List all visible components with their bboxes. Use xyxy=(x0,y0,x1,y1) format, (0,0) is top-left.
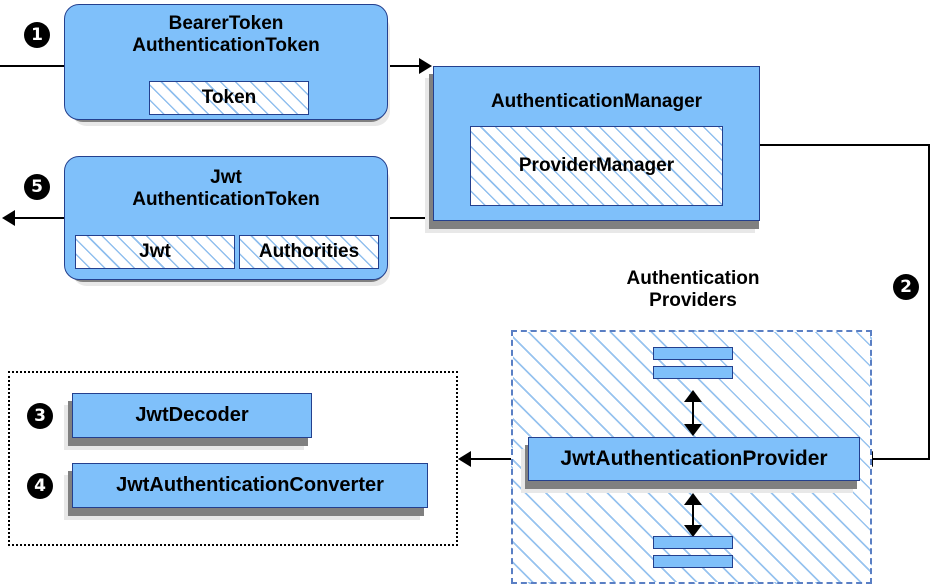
bearer-token-authentication-token-box[interactable]: BearerToken AuthenticationToken Token xyxy=(64,4,388,120)
provider-manager-box[interactable]: ProviderManager xyxy=(470,126,723,206)
badge-step-3: 3 xyxy=(27,403,53,429)
provider-placeholder-bar-top-2 xyxy=(653,366,733,379)
connector-request-in xyxy=(0,65,75,67)
connector-token-to-manager xyxy=(388,65,421,67)
jwt-token-title-line2: AuthenticationToken xyxy=(132,189,320,211)
authentication-manager-box[interactable]: AuthenticationManager ProviderManager xyxy=(433,66,760,221)
connector-top-bars-to-provider xyxy=(692,398,694,428)
authentication-providers-label-line1: Authentication xyxy=(626,268,760,289)
badge-step-3-label: 3 xyxy=(34,406,46,426)
arrowhead-token-to-manager-icon xyxy=(419,58,432,74)
badge-step-4: 4 xyxy=(27,473,53,499)
authentication-manager-title: AuthenticationManager xyxy=(490,91,703,112)
provider-placeholder-bar-bottom-1 xyxy=(653,536,733,549)
jwt-token-title-line1: Jwt xyxy=(210,167,242,188)
connector-manager-to-provider-vertical xyxy=(928,144,930,459)
badge-step-5-label: 5 xyxy=(31,177,43,197)
bearer-token-title: BearerToken AuthenticationToken xyxy=(65,5,387,58)
arrowhead-into-support-icon xyxy=(458,451,471,467)
connector-manager-to-provider-bottom xyxy=(872,458,930,460)
support-components-container xyxy=(8,371,458,546)
badge-step-4-label: 4 xyxy=(34,476,46,496)
bearer-token-title-line1: BearerToken xyxy=(168,13,284,34)
provider-manager-label: ProviderManager xyxy=(518,155,675,176)
jwt-authentication-converter-box[interactable]: JwtAuthenticationConverter xyxy=(72,463,428,508)
arrowhead-up-top-icon xyxy=(684,390,702,402)
arrowhead-up-bottom-icon xyxy=(684,493,702,505)
authentication-providers-label-line2: Providers xyxy=(649,290,737,312)
bearer-token-inner-token-box[interactable]: Token xyxy=(149,81,309,115)
badge-step-1: 1 xyxy=(24,22,50,48)
arrowhead-down-bottom-icon xyxy=(684,525,702,537)
badge-step-2: 2 xyxy=(893,274,919,300)
jwt-token-inner-authorities-box[interactable]: Authorities xyxy=(239,235,379,269)
jwt-authentication-converter-label: JwtAuthenticationConverter xyxy=(116,474,384,496)
badge-step-2-label: 2 xyxy=(900,277,912,297)
jwt-token-inner-jwt-label: Jwt xyxy=(139,241,171,262)
provider-placeholder-bar-top-1 xyxy=(653,347,733,360)
jwt-token-inner-authorities-label: Authorities xyxy=(258,241,360,262)
connector-provider-to-support xyxy=(470,458,528,460)
badge-step-1-label: 1 xyxy=(31,25,43,45)
jwt-decoder-label: JwtDecoder xyxy=(135,404,249,426)
connector-provider-to-bottom-bars xyxy=(692,501,694,529)
badge-step-5: 5 xyxy=(24,174,50,200)
jwt-authentication-provider-label: JwtAuthenticationProvider xyxy=(560,447,828,470)
jwt-token-title: Jwt AuthenticationToken xyxy=(65,157,387,212)
connector-manager-to-jwttoken xyxy=(389,217,437,219)
jwt-authentication-provider-box[interactable]: JwtAuthenticationProvider xyxy=(528,437,860,481)
connector-manager-to-provider-top xyxy=(759,144,930,146)
jwt-authentication-token-box[interactable]: Jwt AuthenticationToken Jwt Authorities xyxy=(64,156,388,280)
bearer-token-inner-label: Token xyxy=(201,87,257,108)
authentication-providers-label: Authentication Providers xyxy=(588,268,798,313)
jwt-token-inner-jwt-box[interactable]: Jwt xyxy=(75,235,235,269)
connector-authenticated-out xyxy=(14,217,78,219)
bearer-token-title-line2: AuthenticationToken xyxy=(132,35,320,57)
arrowhead-down-top-icon xyxy=(684,424,702,436)
jwt-decoder-box[interactable]: JwtDecoder xyxy=(72,393,312,438)
arrowhead-authenticated-out-icon xyxy=(2,210,15,226)
provider-placeholder-bar-bottom-2 xyxy=(653,555,733,568)
